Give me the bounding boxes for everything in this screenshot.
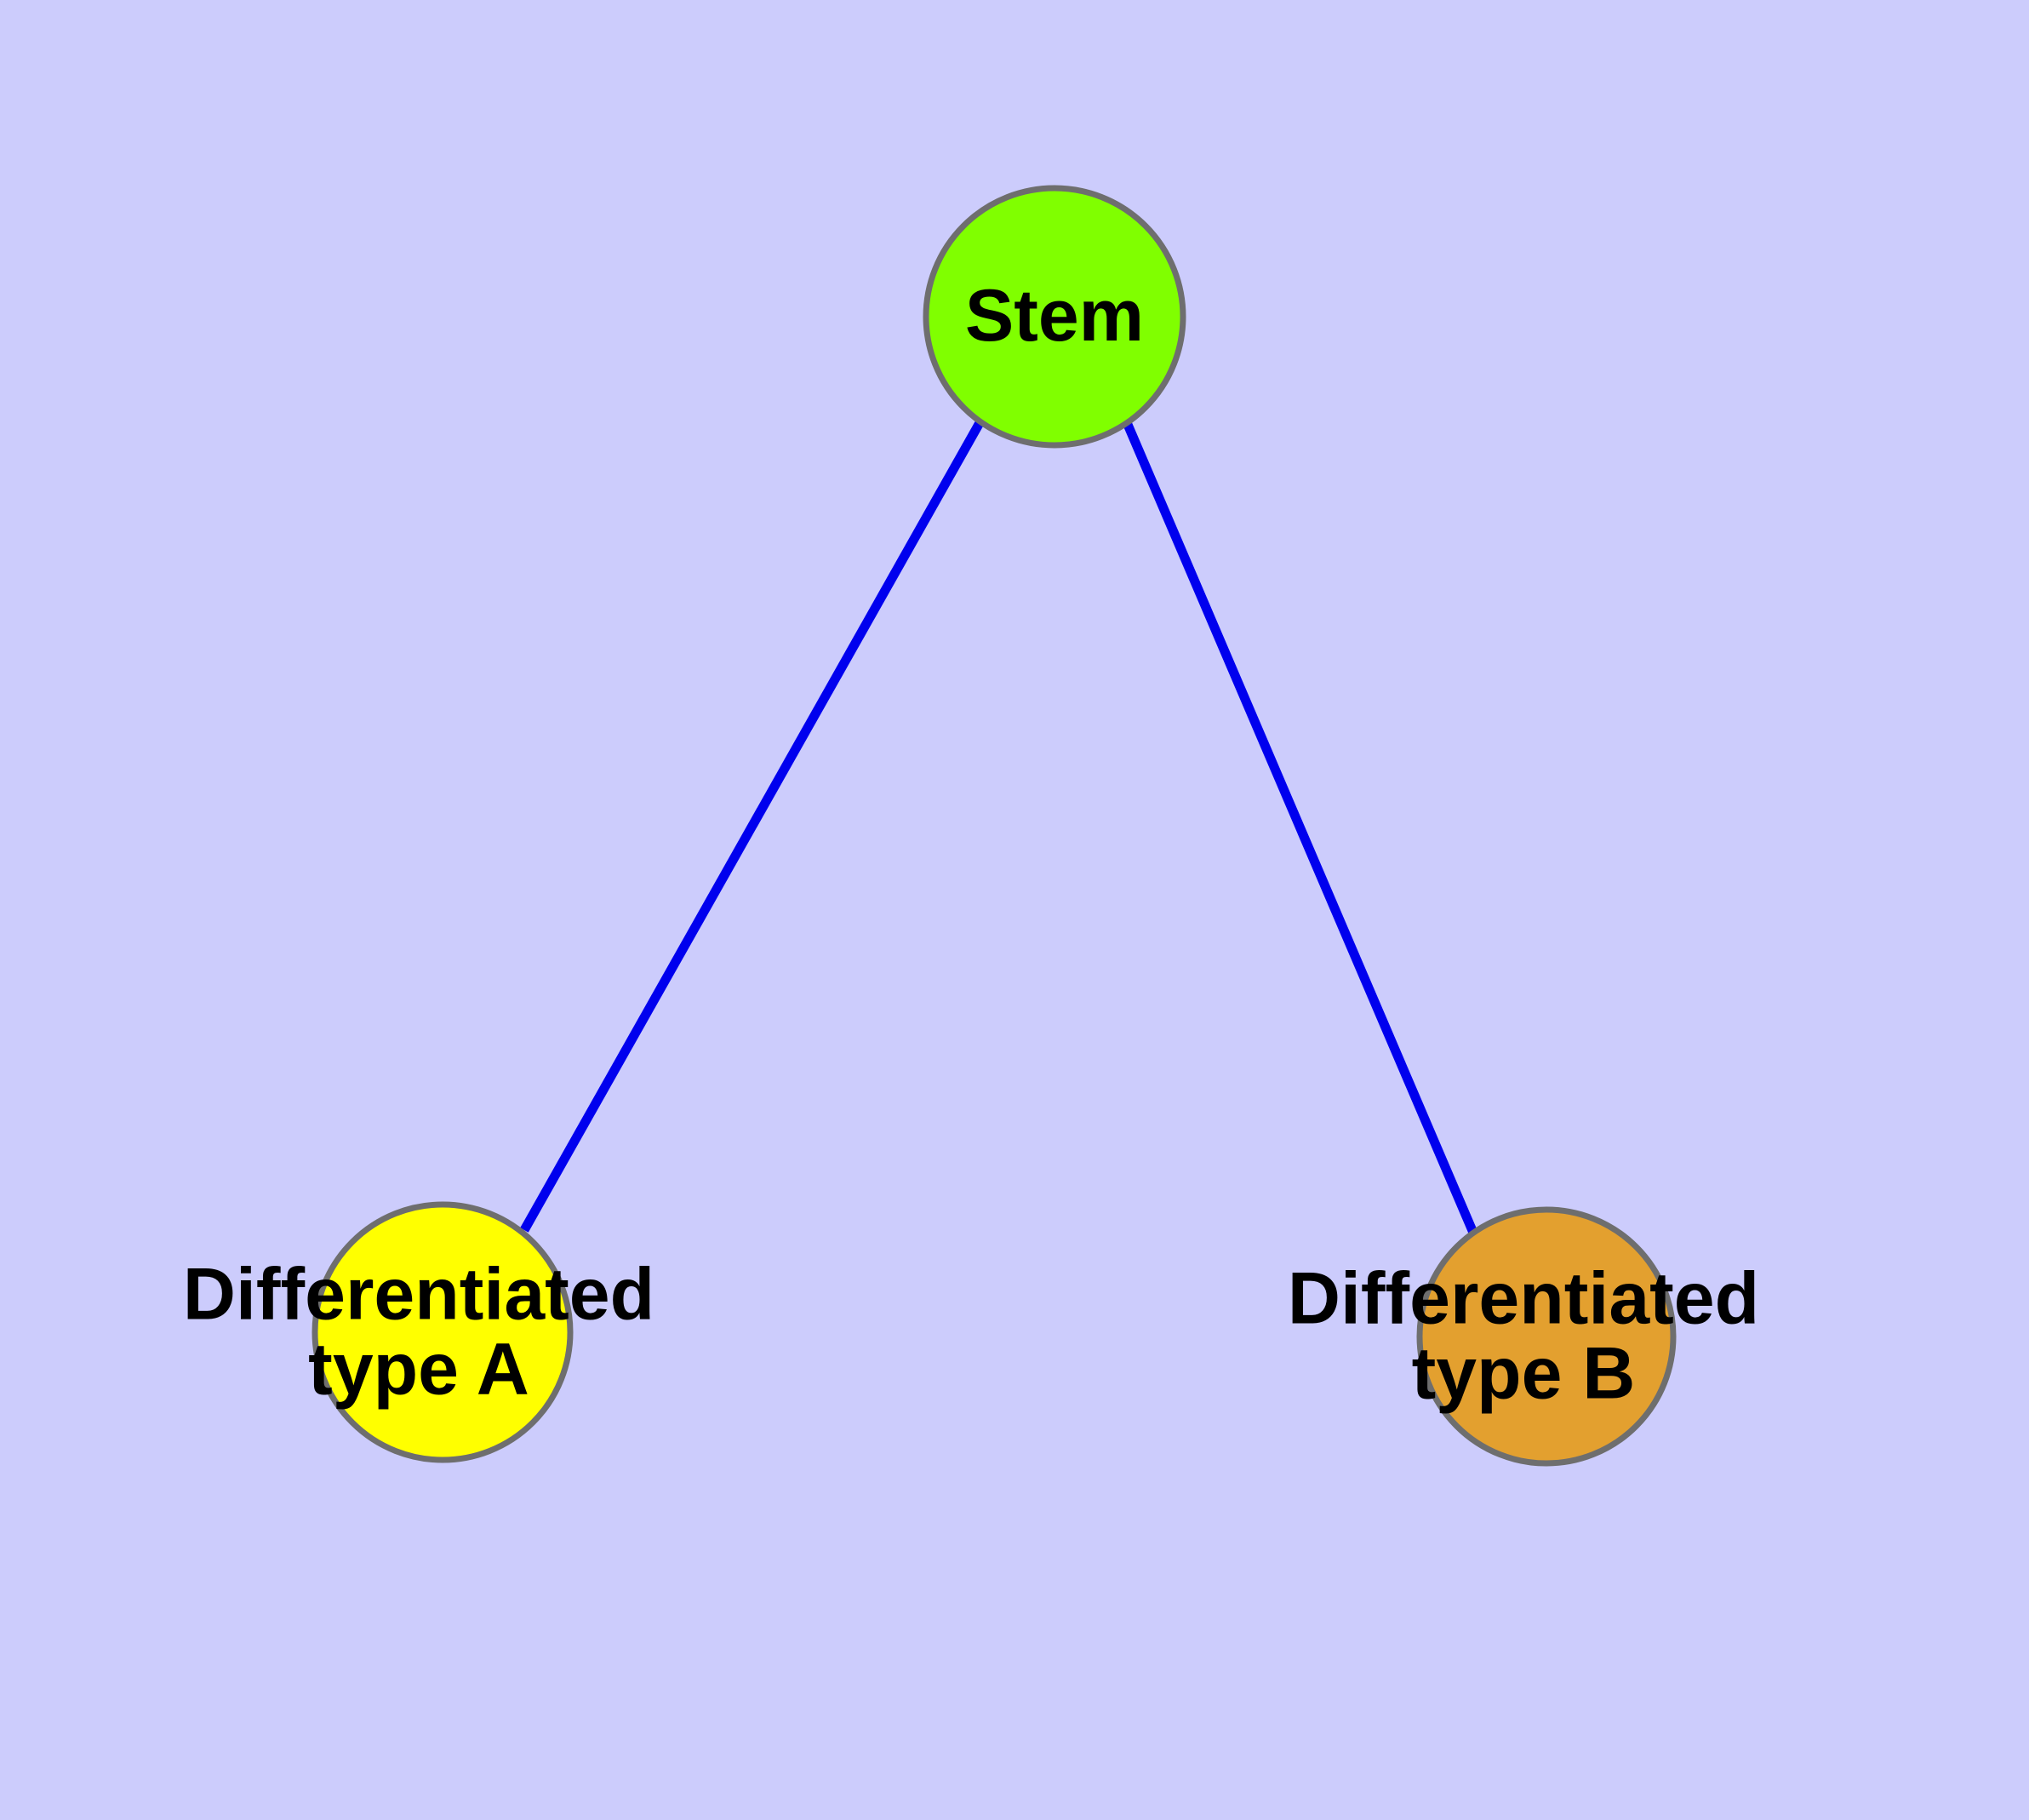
nodes-layer (311, 185, 1677, 1467)
edges-layer (520, 418, 1478, 1235)
graph-edge[interactable] (1121, 418, 1478, 1235)
graph-node-stem[interactable] (923, 185, 1186, 449)
graph-edge[interactable] (520, 419, 985, 1233)
graph-node-diff-b[interactable] (1416, 1206, 1677, 1467)
graph-node-diff-a[interactable] (311, 1201, 574, 1463)
